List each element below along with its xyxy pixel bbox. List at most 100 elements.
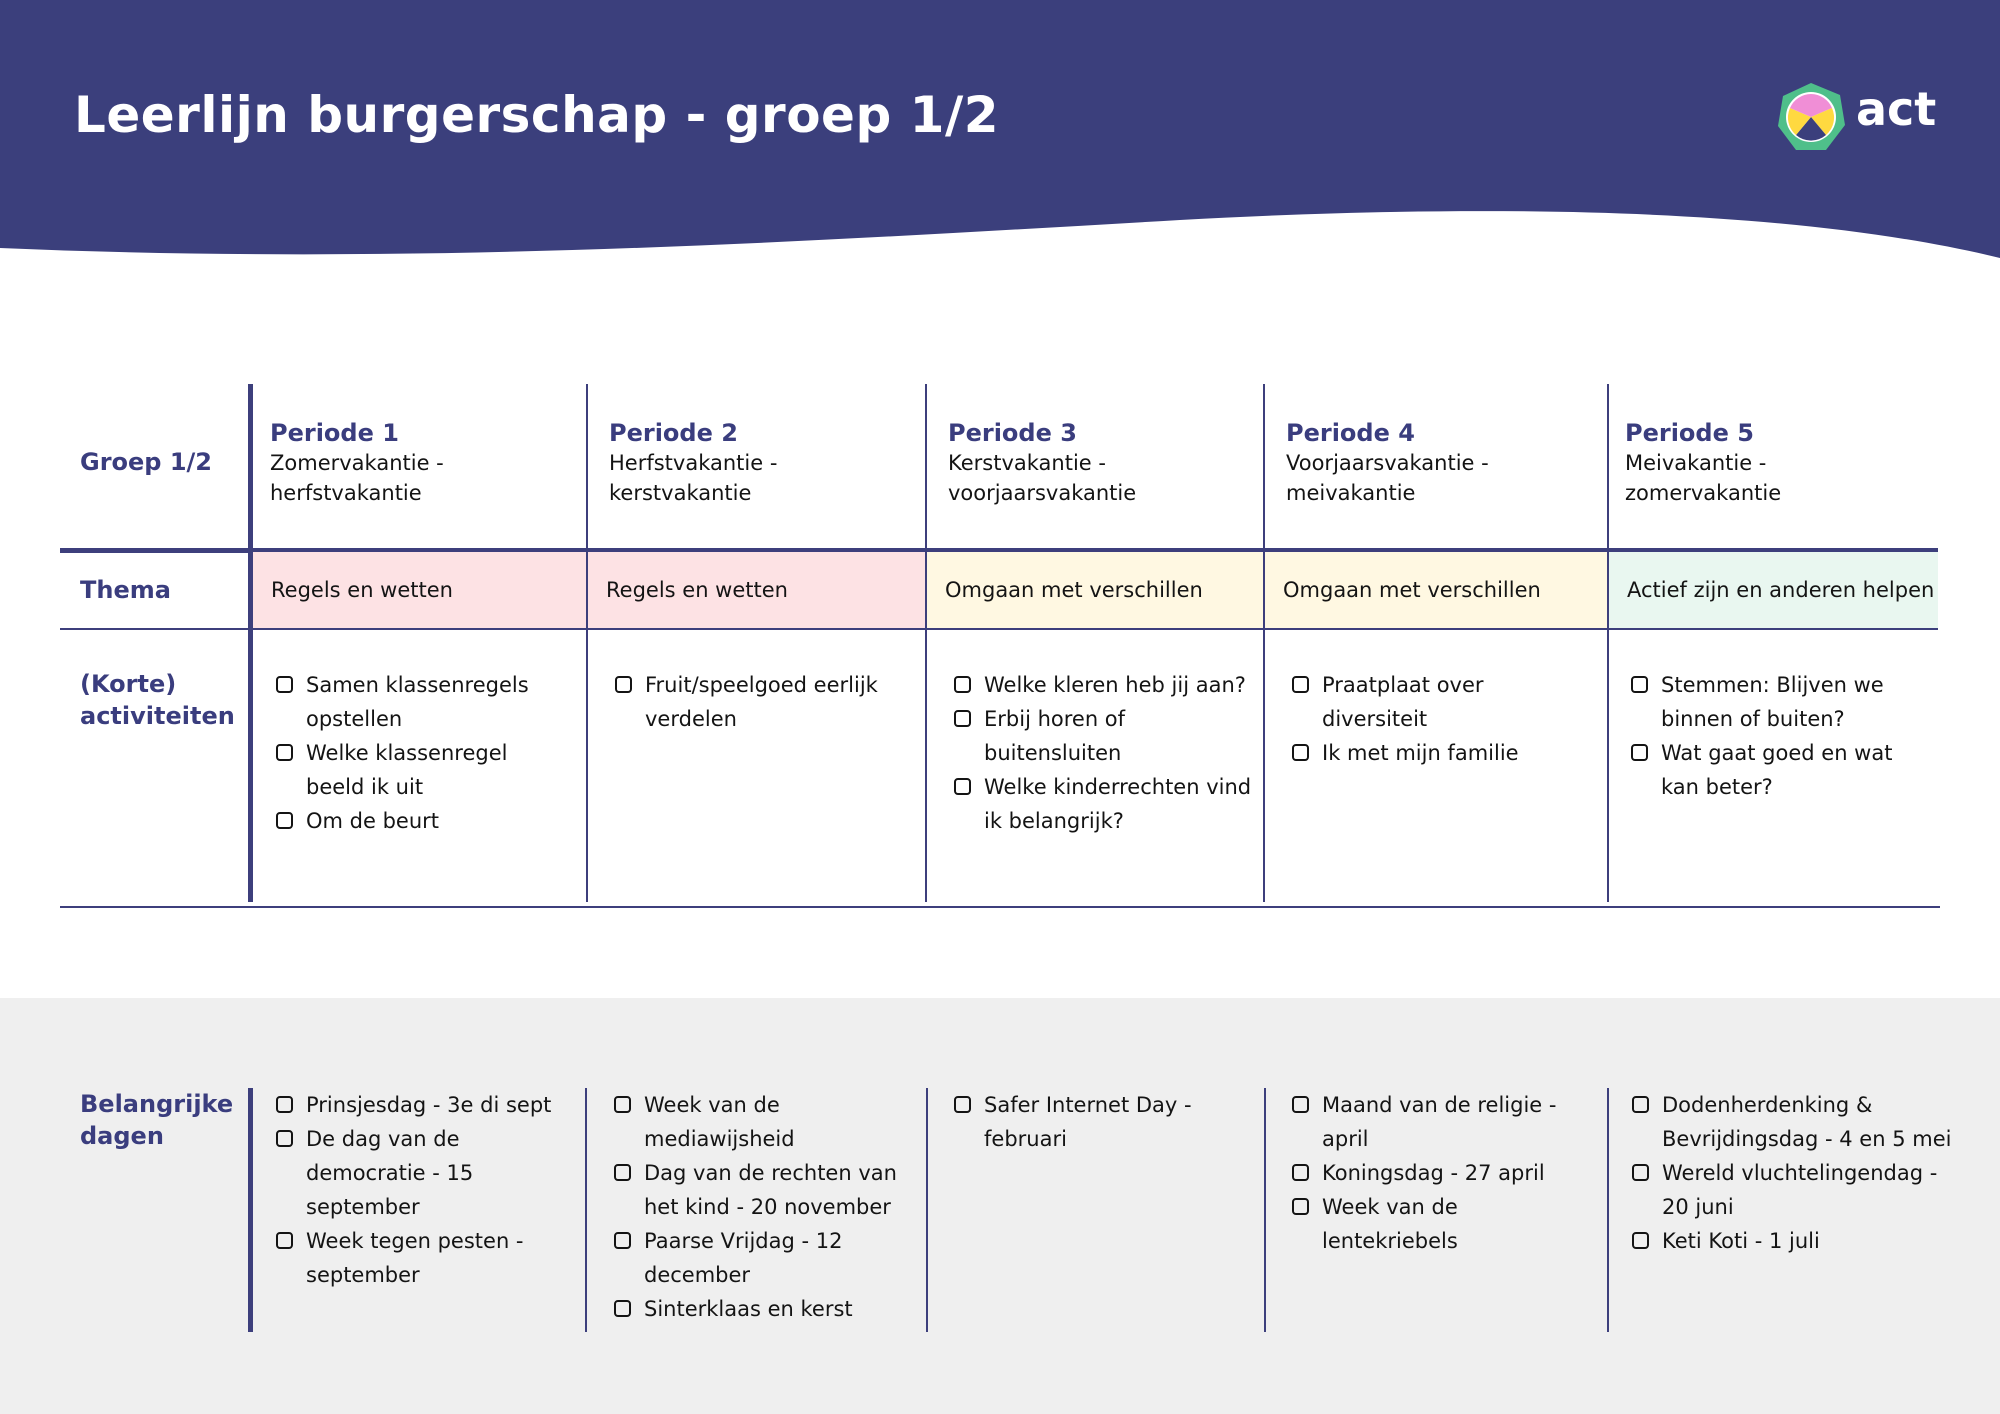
checkbox-icon[interactable] xyxy=(1631,744,1648,761)
list-item[interactable]: Erbij horen of buitensluiten xyxy=(954,702,1254,770)
column-divider xyxy=(248,384,253,902)
period-header: Periode 3 Kerstvakantie - voorjaarsvakan… xyxy=(948,418,1248,508)
day-text: Week tegen pesten - september xyxy=(306,1229,524,1287)
checkbox-icon[interactable] xyxy=(954,778,971,795)
list-item[interactable]: Week van de lentekriebels xyxy=(1292,1190,1592,1258)
list-item[interactable]: Welke kleren heb jij aan? xyxy=(954,668,1254,702)
activity-list: Welke kleren heb jij aan? Erbij horen of… xyxy=(954,668,1254,838)
checkbox-icon[interactable] xyxy=(276,1232,293,1249)
day-text: Sinterklaas en kerst xyxy=(644,1297,853,1321)
checkbox-icon[interactable] xyxy=(954,676,971,693)
checkbox-icon[interactable] xyxy=(276,1096,293,1113)
activity-list: Samen klassenregels opstellen Welke klas… xyxy=(276,668,566,838)
curriculum-table: Groep 1/2 Periode 1 Zomervakantie - herf… xyxy=(60,384,1940,910)
checkbox-icon[interactable] xyxy=(1632,1232,1649,1249)
period-name: Periode 1 xyxy=(270,419,399,447)
list-item[interactable]: Week tegen pesten - september xyxy=(276,1224,566,1292)
important-days-list: Prinsjesdag - 3e di sept De dag van de d… xyxy=(276,1088,566,1292)
checkbox-icon[interactable] xyxy=(1292,1164,1309,1181)
list-item[interactable]: Samen klassenregels opstellen xyxy=(276,668,566,736)
list-item[interactable]: Wat gaat goed en wat kan beter? xyxy=(1631,736,1921,804)
list-item[interactable]: Dag van de rechten van het kind - 20 nov… xyxy=(614,1156,914,1224)
checkbox-icon[interactable] xyxy=(1292,1096,1309,1113)
list-item[interactable]: Prinsjesdag - 3e di sept xyxy=(276,1088,566,1122)
checkbox-icon[interactable] xyxy=(954,1096,971,1113)
list-item[interactable]: Om de beurt xyxy=(276,804,566,838)
important-days-list: Safer Internet Day - februari xyxy=(954,1088,1244,1156)
table-bottom-border xyxy=(60,906,1940,908)
checkbox-icon[interactable] xyxy=(1292,744,1309,761)
list-item[interactable]: Koningsdag - 27 april xyxy=(1292,1156,1592,1190)
page-title: Leerlijn burgerschap - groep 1/2 xyxy=(74,86,1000,144)
activity-text: Erbij horen of buitensluiten xyxy=(984,707,1126,765)
checkbox-icon[interactable] xyxy=(1631,676,1648,693)
checkbox-icon[interactable] xyxy=(954,710,971,727)
activity-text: Praatplaat over diversiteit xyxy=(1322,673,1484,731)
column-divider xyxy=(1607,1088,1609,1332)
period-name: Periode 2 xyxy=(609,419,738,447)
list-item[interactable]: Paarse Vrijdag - 12 december xyxy=(614,1224,914,1292)
list-item[interactable]: Dodenherdenking & Bevrijdingsdag - 4 en … xyxy=(1632,1088,1952,1156)
checkbox-icon[interactable] xyxy=(614,1232,631,1249)
checkbox-icon[interactable] xyxy=(614,1164,631,1181)
column-divider xyxy=(586,384,588,902)
list-item[interactable]: Welke kinderrechten vind ik belangrijk? xyxy=(954,770,1254,838)
period-range: Herfstvakantie - kerstvakantie xyxy=(609,451,778,505)
checkbox-icon[interactable] xyxy=(1632,1164,1649,1181)
checkbox-icon[interactable] xyxy=(614,1300,631,1317)
list-item[interactable]: De dag van de democratie - 15 september xyxy=(276,1122,566,1224)
period-range: Kerstvakantie - voorjaarsvakantie xyxy=(948,451,1137,505)
page-header: Leerlijn burgerschap - groep 1/2 act xyxy=(0,0,2000,270)
day-text: Safer Internet Day - februari xyxy=(984,1093,1192,1151)
list-item[interactable]: Week van de mediawijsheid xyxy=(614,1088,914,1156)
column-divider xyxy=(1607,384,1609,902)
checkbox-icon[interactable] xyxy=(615,676,632,693)
theme-cell: Omgaan met verschillen xyxy=(1265,552,1607,628)
list-item[interactable]: Ik met mijn familie xyxy=(1292,736,1582,770)
period-header: Periode 1 Zomervakantie - herfstvakantie xyxy=(270,418,570,508)
column-divider xyxy=(925,384,927,902)
important-days-list: Maand van de religie - april Koningsdag … xyxy=(1292,1088,1592,1258)
important-days-label: Belangrijke dagen xyxy=(80,1090,234,1150)
checkbox-icon[interactable] xyxy=(1632,1096,1649,1113)
list-item[interactable]: Keti Koti - 1 juli xyxy=(1632,1224,1952,1258)
list-item[interactable]: Wereld vluchtelingendag - 20 juni xyxy=(1632,1156,1952,1224)
day-text: Koningsdag - 27 april xyxy=(1322,1161,1545,1185)
important-days-list: Dodenherdenking & Bevrijdingsdag - 4 en … xyxy=(1632,1088,1952,1258)
period-name: Periode 3 xyxy=(948,419,1077,447)
header-wave-background xyxy=(0,0,2000,258)
activity-text: Fruit/speelgoed eerlijk verdelen xyxy=(645,673,878,731)
period-header: Periode 5 Meivakantie - zomervakantie xyxy=(1625,418,1925,508)
list-item[interactable]: Welke klassenregel beeld ik uit xyxy=(276,736,566,804)
checkbox-icon[interactable] xyxy=(276,744,293,761)
act-logo: act xyxy=(1774,80,1936,154)
list-item[interactable]: Stemmen: Blijven we binnen of buiten? xyxy=(1631,668,1921,736)
checkbox-icon[interactable] xyxy=(1292,676,1309,693)
activity-text: Welke klassenregel beeld ik uit xyxy=(306,741,508,799)
theme-cell: Omgaan met verschillen xyxy=(927,552,1263,628)
column-divider xyxy=(1263,384,1265,902)
list-item[interactable]: Maand van de religie - april xyxy=(1292,1088,1592,1156)
column-divider xyxy=(926,1088,928,1332)
checkbox-icon[interactable] xyxy=(276,676,293,693)
activity-text: Welke kinderrechten vind ik belangrijk? xyxy=(984,775,1252,833)
checkbox-icon[interactable] xyxy=(276,1130,293,1147)
list-item[interactable]: Fruit/speelgoed eerlijk verdelen xyxy=(615,668,905,736)
checkbox-icon[interactable] xyxy=(276,812,293,829)
list-item[interactable]: Praatplaat over diversiteit xyxy=(1292,668,1582,736)
thema-label: Thema xyxy=(80,576,171,604)
activity-text: Stemmen: Blijven we binnen of buiten? xyxy=(1661,673,1884,731)
column-divider xyxy=(248,1088,253,1332)
header-separator xyxy=(60,548,1938,553)
column-divider xyxy=(585,1088,587,1332)
list-item[interactable]: Safer Internet Day - februari xyxy=(954,1088,1244,1156)
period-range: Meivakantie - zomervakantie xyxy=(1625,451,1782,505)
list-item[interactable]: Sinterklaas en kerst xyxy=(614,1292,914,1326)
activity-text: Ik met mijn familie xyxy=(1322,741,1519,765)
checkbox-icon[interactable] xyxy=(614,1096,631,1113)
checkbox-icon[interactable] xyxy=(1292,1198,1309,1215)
period-header: Periode 4 Voorjaarsvakantie - meivakanti… xyxy=(1286,418,1586,508)
activity-text: Wat gaat goed en wat kan beter? xyxy=(1661,741,1893,799)
activity-list: Stemmen: Blijven we binnen of buiten? Wa… xyxy=(1631,668,1921,804)
theme-cell: Regels en wetten xyxy=(588,552,925,628)
